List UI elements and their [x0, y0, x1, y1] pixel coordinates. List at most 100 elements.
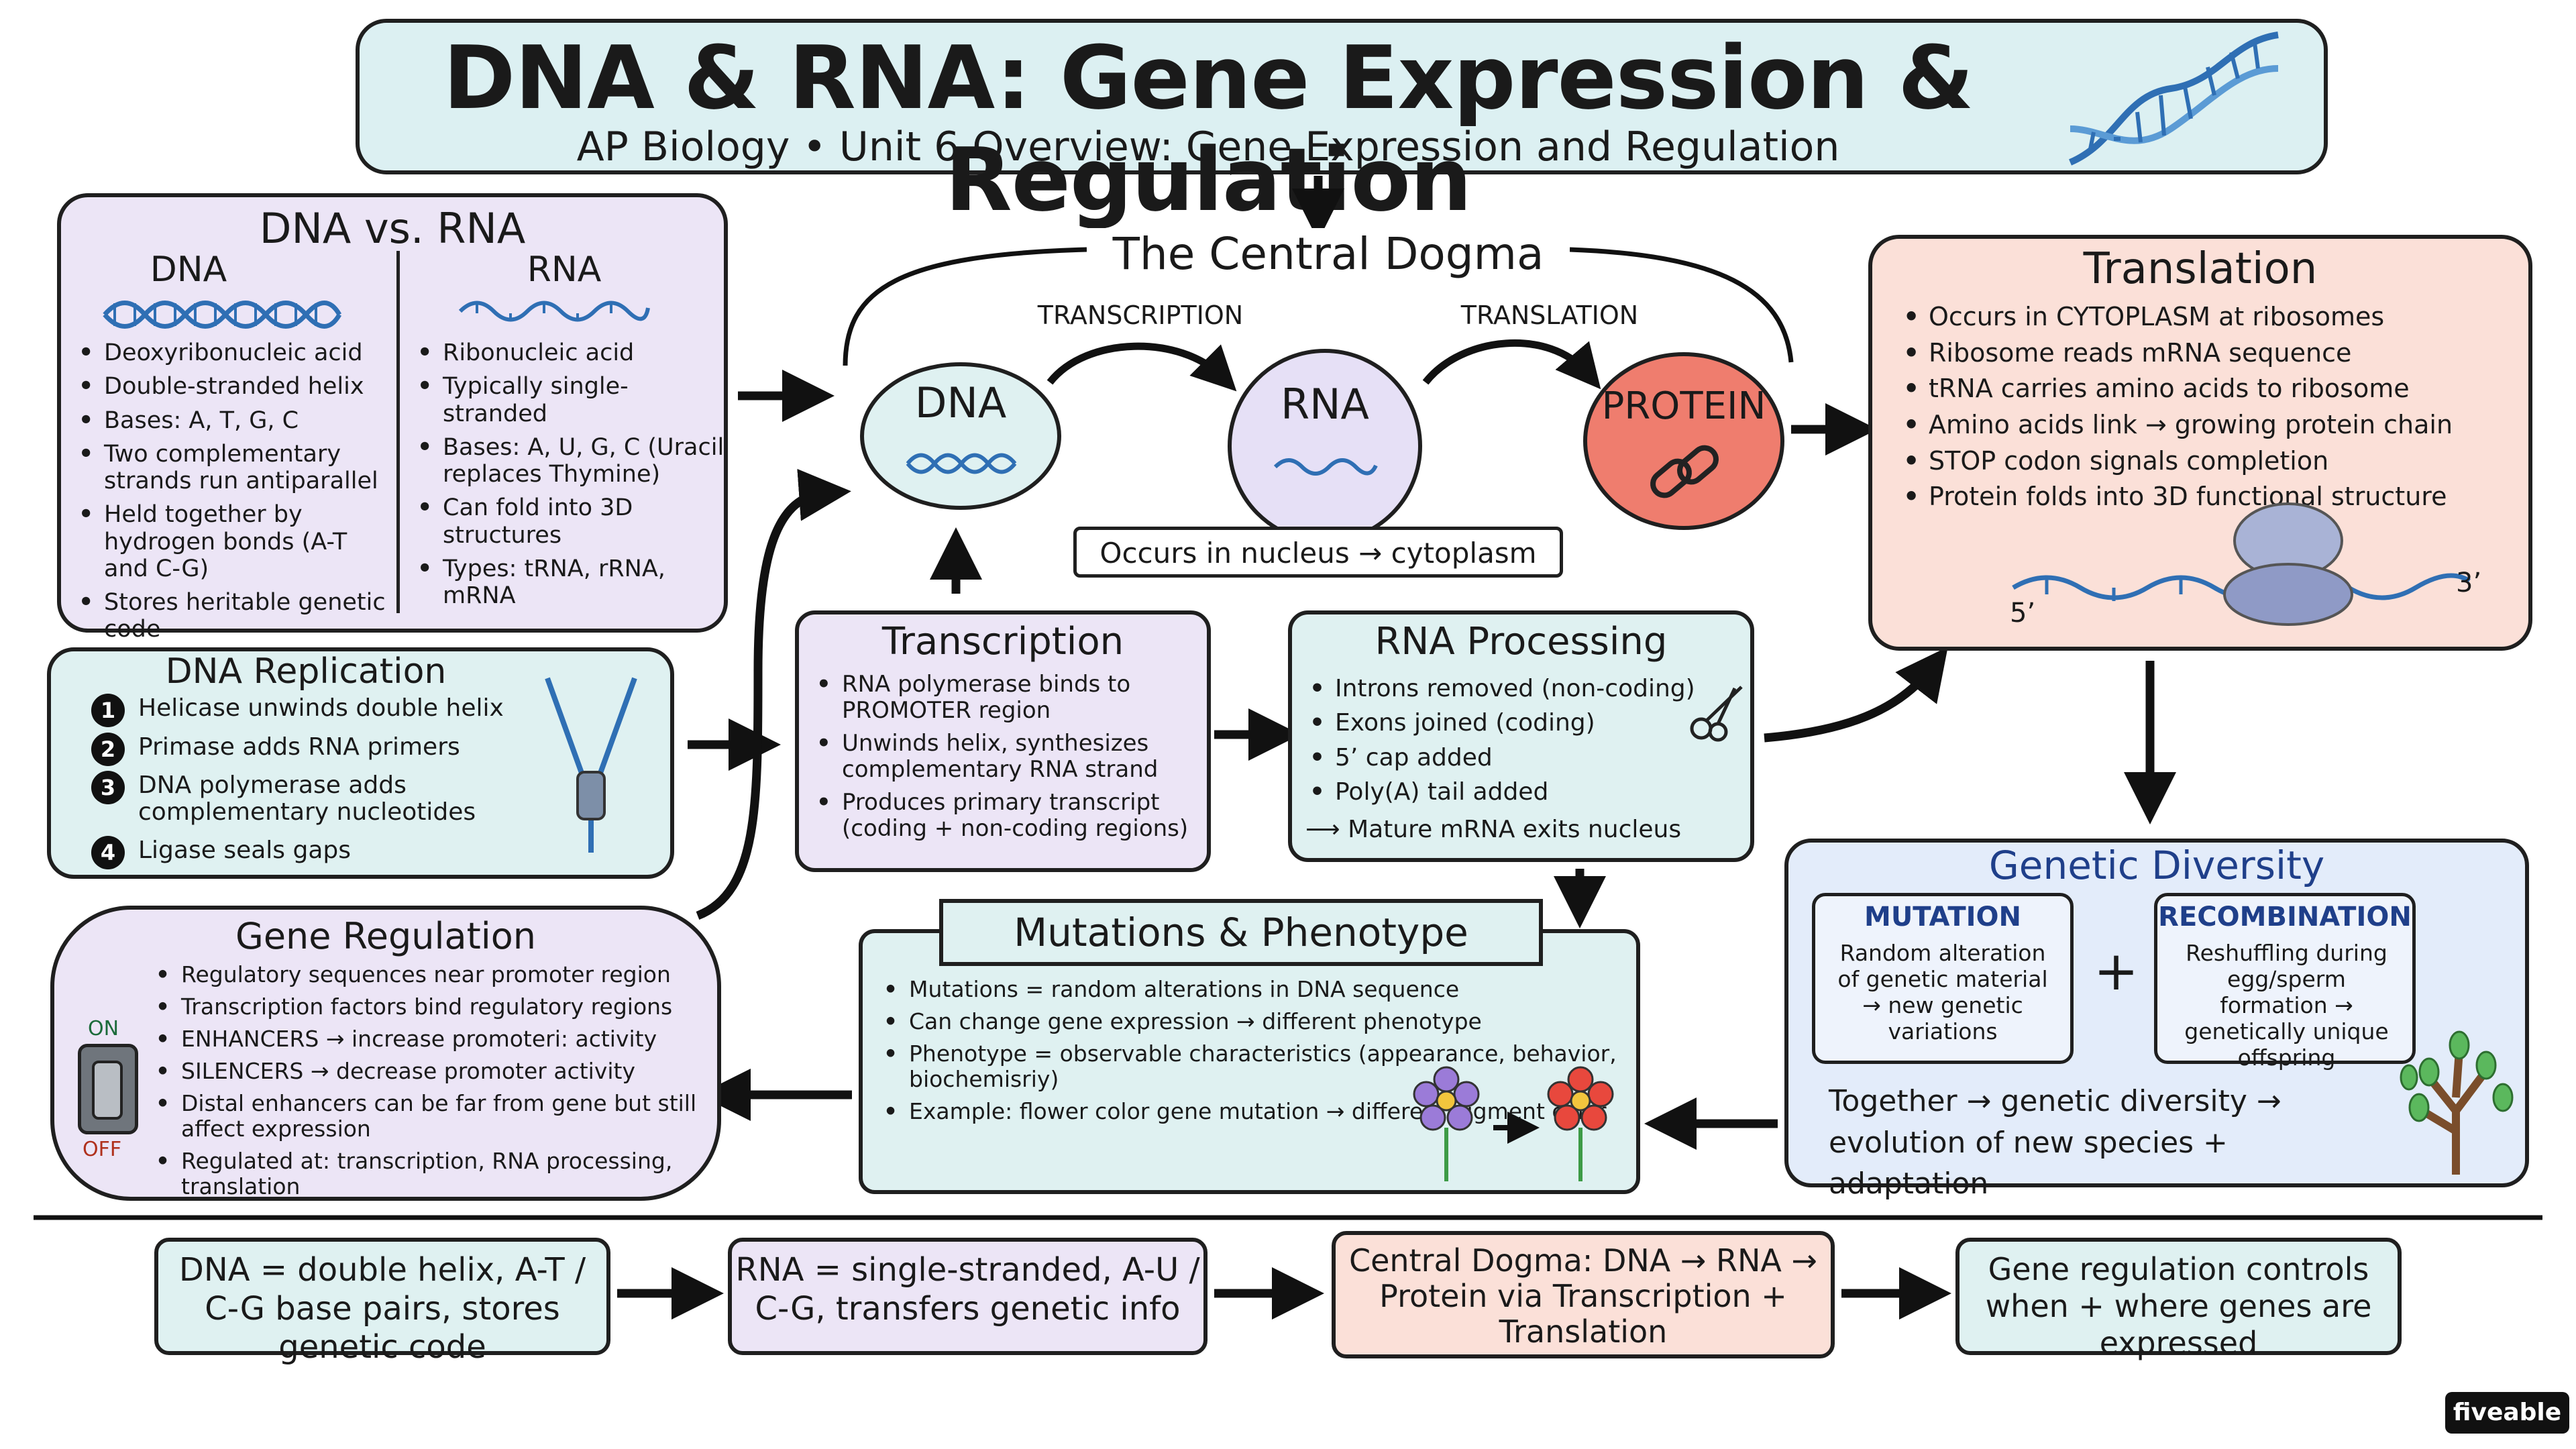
dna-point: Double-stranded helix [74, 373, 390, 400]
translation-point: Occurs in CYTOPLASM at ribosomes [1899, 302, 2516, 332]
rna-mini-icon [1273, 458, 1378, 476]
dna-vs-rna-title: DNA vs. RNA [259, 204, 526, 253]
rna-point: Bases: A, U, G, C (Uracil replaces Thymi… [413, 434, 729, 488]
transcription-label: TRANSCRIPTION [1037, 301, 1244, 330]
recombination-card-text: Reshuffling during egg/sperm formation →… [2184, 940, 2389, 1071]
gene-regulation-point: Regulatory sequences near promoter regio… [152, 962, 715, 987]
rna-processing-panel: RNA Processing Introns removed (non-codi… [1288, 610, 1754, 862]
five-prime-label: 5’ [2010, 598, 2036, 629]
mutations-title-ribbon: Mutations & Phenotype [939, 899, 1543, 966]
gene-regulation-panel: Gene Regulation ON OFF Regulatory sequen… [50, 906, 721, 1201]
recombination-card: RECOMBINATION Reshuffling during egg/spe… [2154, 893, 2416, 1071]
header-banner: DNA & RNA: Gene Expression & Regulation … [356, 19, 2328, 231]
scissors-icon [1690, 686, 1743, 742]
arrow-glyph: ⟶ [1305, 816, 1348, 843]
mature-mrna-note: ⟶ Mature mRNA exits nucleus [1305, 816, 1682, 843]
step-number-badge: 2 [91, 732, 125, 766]
genetic-diversity-title: Genetic Diversity [1988, 843, 2325, 888]
summary-card-central-dogma: Central Dogma: DNA → RNA → Protein via T… [1332, 1231, 1835, 1358]
summary-card-regulation: Gene regulation controls when + where ge… [1955, 1238, 2402, 1361]
central-dogma-title: The Central Dogma [1087, 228, 1570, 280]
translation-panel: Translation Occurs in CYTOPLASM at ribos… [1868, 235, 2532, 651]
step-number-badge: 1 [91, 694, 125, 727]
translation-title: Translation [2083, 244, 2318, 294]
rna-point: Ribonucleic acid [413, 339, 729, 367]
rna-processing-point: Exons joined (coding) [1305, 709, 1708, 737]
transcription-panel: Transcription RNA polymerase binds to PR… [795, 610, 1211, 872]
dna-circle: DNA [860, 362, 1061, 510]
replication-steps-list: 1 Helicase unwinds double helix 2 Primase a… [91, 694, 574, 876]
rna-heading: RNA [527, 250, 602, 290]
replication-step: 2 Primase adds RNA primers [91, 732, 574, 766]
gene-regulation-point: SILENCERS → decrease promoter activity [152, 1058, 715, 1084]
step-number-badge: 4 [91, 836, 125, 870]
mutation-point: Can change gene expression → different p… [879, 1008, 1624, 1034]
location-note: Occurs in nucleus → cytoplasm [1073, 527, 1563, 578]
rna-strand-icon [458, 301, 650, 322]
three-prime-label: 3’ [2456, 568, 2482, 598]
rna-processing-point: 5’ cap added [1305, 744, 1708, 772]
replication-step: 3 DNA polymerase adds complementary nucle… [91, 771, 574, 826]
step-text: Ligase seals gaps [138, 837, 352, 865]
transcription-point: Produces primary transcript (coding + no… [812, 790, 1201, 842]
translation-point: Protein folds into 3D functional structu… [1899, 482, 2516, 512]
rna-processing-point: Poly(A) tail added [1305, 778, 1708, 806]
gene-regulation-point: ENHANCERS → increase promoteri: activity [152, 1026, 715, 1052]
mutation-card: MUTATION Random alteration of genetic ma… [1812, 893, 2074, 1064]
chain-link-icon [1650, 445, 1719, 498]
step-number-badge: 3 [91, 771, 125, 805]
toggle-switch-icon [78, 1044, 138, 1134]
rna-point: Typically single-stranded [413, 373, 729, 427]
replication-step: 4 Ligase seals gaps [91, 836, 574, 870]
mutations-points-list: Mutations = random alterations in DNA se… [879, 977, 1624, 1131]
mutation-card-text: Random alteration of genetic material → … [1837, 940, 2048, 1044]
summary-card-dna: DNA = double helix, A-T / C-G base pairs… [154, 1238, 610, 1366]
translation-point: STOP codon signals completion [1899, 446, 2516, 476]
dna-circle-label: DNA [914, 378, 1007, 427]
translation-label: TRANSLATION [1460, 301, 1639, 330]
gene-regulation-title: Gene Regulation [235, 915, 537, 957]
central-dogma-arc [843, 247, 1794, 366]
transcription-point: Unwinds helix, synthesizes complementary… [812, 731, 1201, 783]
rna-circle: RNA [1228, 349, 1422, 543]
replication-step: 1 Helicase unwinds double helix [91, 694, 574, 727]
transcription-points-list: RNA polymerase binds to PROMOTER regionU… [812, 671, 1201, 849]
protein-circle: PROTEIN [1583, 352, 1784, 530]
translation-point: tRNA carries amino acids to ribosome [1899, 374, 2516, 404]
dna-points-list: Deoxyribonucleic acidDouble-stranded hel… [74, 339, 390, 650]
switch-on-label: ON [88, 1017, 119, 1040]
step-text: Helicase unwinds double helix [138, 694, 504, 722]
gene-regulation-points-list: Regulatory sequences near promoter regio… [152, 962, 715, 1206]
step-text: DNA polymerase adds complementary nucleo… [138, 771, 476, 826]
ribosome-illustration [2012, 502, 2471, 626]
rna-point: Can fold into 3D structures [413, 494, 729, 549]
recombination-card-title: RECOMBINATION [2158, 902, 2412, 932]
dna-heading: DNA [150, 250, 227, 290]
rna-processing-title: RNA Processing [1375, 620, 1668, 663]
dna-point: Held together by hydrogen bonds (A-T and… [74, 501, 390, 582]
tree-icon [2400, 1030, 2514, 1175]
rna-points-list: Ribonucleic acidTypically single-strande… [413, 339, 729, 616]
transcription-point: RNA polymerase binds to PROMOTER region [812, 671, 1201, 724]
step-text: Primase adds RNA primers [138, 733, 460, 761]
page-title: DNA & RNA: Gene Expression & Regulation [443, 27, 1974, 231]
summary-card-rna: RNA = single-stranded, A-U / C-G, transf… [728, 1238, 1208, 1355]
dna-mini-icon [906, 453, 1017, 474]
dna-vs-rna-panel: DNA vs. RNA DNA RNA Deoxyribonucleic aci… [57, 193, 729, 643]
mutations-panel: Mutations = random alterations in DNA se… [859, 929, 1640, 1194]
genetic-diversity-panel: Genetic Diversity MUTATION Random altera… [1784, 839, 2529, 1201]
zipper-icon [545, 677, 637, 853]
dna-double-helix-icon [103, 301, 342, 329]
rna-processing-point: Introns removed (non-coding) [1305, 675, 1708, 703]
gene-regulation-point: Regulated at: transcription, RNA process… [152, 1148, 715, 1199]
protein-circle-label: PROTEIN [1601, 384, 1766, 428]
mutation-point: Example: flower color gene mutation → di… [879, 1098, 1624, 1124]
gene-regulation-point: Distal enhancers can be far from gene bu… [152, 1090, 715, 1142]
translation-point: Amino acids link → growing protein chain [1899, 410, 2516, 440]
mutations-title: Mutations & Phenotype [1014, 910, 1468, 955]
dna-point: Deoxyribonucleic acid [74, 339, 390, 367]
diversity-summary: Together → genetic diversity → evolution… [1829, 1084, 2282, 1201]
replication-title: DNA Replication [165, 651, 447, 692]
mutation-point: Phenotype = observable characteristics (… [879, 1040, 1624, 1092]
